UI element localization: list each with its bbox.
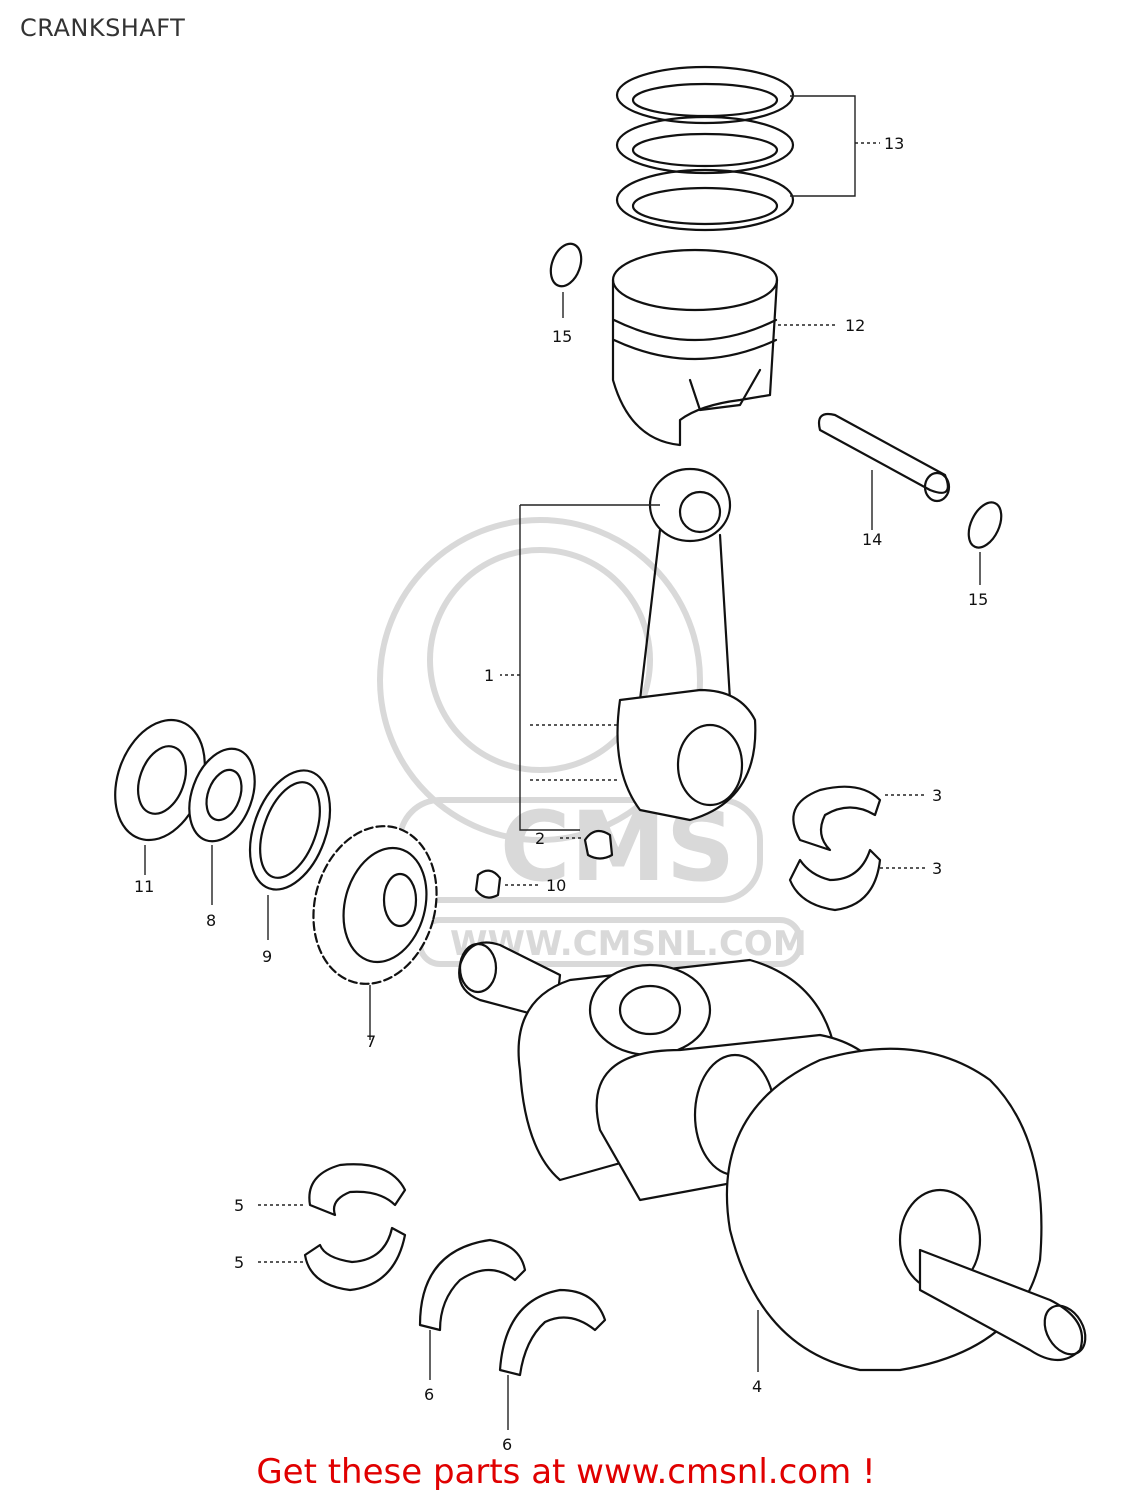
callout-3-lower: 3 — [932, 859, 942, 878]
callout-15-right: 15 — [968, 590, 988, 609]
piston-pin — [817, 412, 951, 530]
callout-6-right: 6 — [502, 1435, 512, 1450]
callout-14: 14 — [862, 530, 882, 549]
circlip-top — [549, 242, 583, 318]
callout-4: 4 — [752, 1377, 762, 1396]
bearing — [188, 747, 256, 905]
callout-5-upper: 5 — [234, 1196, 244, 1215]
callout-2: 2 — [535, 829, 545, 848]
callout-10: 10 — [546, 876, 566, 895]
piston — [611, 248, 835, 447]
crankshaft — [458, 941, 1087, 1372]
piston-rings — [615, 65, 880, 232]
callout-6-left: 6 — [424, 1385, 434, 1404]
callout-13: 13 — [884, 134, 904, 153]
callout-12: 12 — [845, 316, 865, 335]
crankshaft-exploded-diagram: CMS WWW.CMSNL.COM — [114, 65, 1087, 1450]
washer — [248, 769, 332, 940]
circlip-right — [967, 501, 1003, 585]
callout-1-rod: 1 — [484, 666, 494, 685]
thrust-washers — [418, 1238, 607, 1430]
page-title: CRANKSHAFT — [20, 14, 186, 42]
callout-15-top: 15 — [552, 327, 572, 346]
woodruff-key — [474, 869, 540, 899]
conrod-bearings — [788, 785, 925, 912]
connecting-rod — [500, 467, 757, 831]
callout-11: 11 — [134, 877, 154, 896]
rod-nut — [560, 829, 614, 860]
callout-3-upper: 3 — [932, 786, 942, 805]
footer-link[interactable]: Get these parts at www.cmsnl.com ! — [256, 1452, 876, 1492]
primary-gear — [312, 825, 438, 1040]
callout-5-lower: 5 — [234, 1253, 244, 1272]
callout-7: 7 — [366, 1032, 376, 1051]
callout-9: 9 — [262, 947, 272, 966]
callout-8: 8 — [206, 911, 216, 930]
main-bearings — [258, 1163, 407, 1292]
